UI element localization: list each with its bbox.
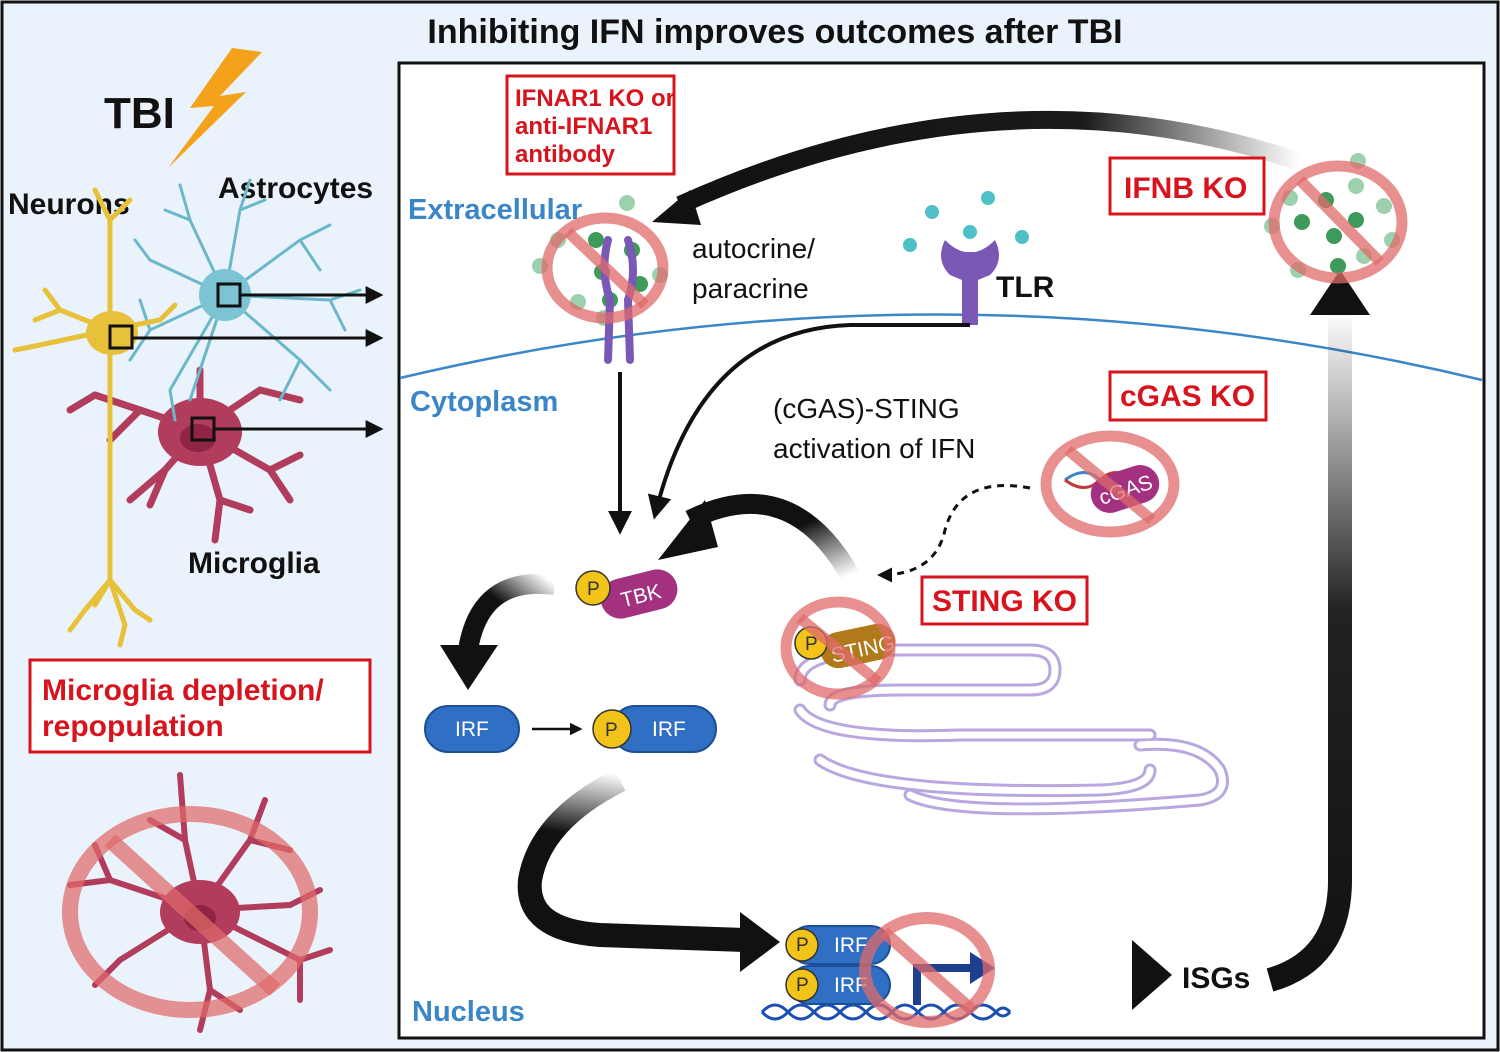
astrocyte-cell	[128, 178, 362, 422]
isgs-label: ISGs	[1182, 962, 1250, 995]
cytoplasm-label: Cytoplasm	[410, 386, 558, 418]
irf-unphosphorylated: IRF	[424, 705, 520, 753]
microglia-depletion-line1: Microglia depletion/	[42, 674, 324, 707]
isgs-to-ifn-arrow	[1266, 310, 1352, 992]
neuron-cell	[12, 187, 178, 648]
ifnar1-line3: antibody	[515, 141, 616, 168]
tlr-receptor	[903, 191, 1029, 325]
tlr-label: TLR	[996, 271, 1055, 304]
extracellular-label: Extracellular	[408, 194, 582, 226]
cgas-ko-label: cGAS KO	[1120, 380, 1255, 413]
irf-to-nucleus-arrow	[517, 769, 746, 952]
irf-phospho-label: P	[605, 720, 618, 741]
irf-dimer-phospho-1: P	[796, 935, 809, 956]
ifn-cluster-icon	[1264, 153, 1408, 284]
ifnb-ko-label: IFNB KO	[1124, 172, 1247, 205]
tbk-phospho-label: P	[587, 579, 600, 600]
irf-dimer-label-1: IRF	[834, 934, 868, 957]
cgas-ko-box: cGAS KO	[1108, 370, 1268, 422]
microglia-label: Microglia	[188, 547, 320, 580]
zoom-markers	[108, 282, 384, 442]
astrocytes-label: Astrocytes	[218, 172, 373, 205]
sting-ko-label: STING KO	[932, 585, 1077, 618]
cell-membrane	[399, 313, 1483, 382]
transcription-blocked-icon	[859, 912, 995, 1028]
cgas-icon: cGAS	[1040, 430, 1180, 538]
paracrine-label: paracrine	[692, 273, 809, 304]
tbk-to-irf-arrow	[458, 573, 557, 652]
depleted-microglia-icon	[62, 772, 333, 1033]
irf-dimer-label-2: IRF	[834, 974, 868, 997]
sting-to-tbk-arrow	[685, 493, 859, 581]
ifnar-receptor	[532, 195, 669, 364]
tbk-protein: TBK P	[575, 569, 678, 619]
microglia-cell	[66, 366, 304, 544]
cgas-sting-line1: (cGAS)-STING	[773, 393, 960, 424]
ifnb-ko-box: IFNB KO	[1108, 156, 1266, 216]
irf-phosphorylated: IRF P	[592, 705, 717, 753]
irf-label-2: IRF	[652, 718, 686, 741]
ifnar1-line1: IFNAR1 KO or	[515, 85, 675, 112]
figure-title: Inhibiting IFN improves outcomes after T…	[427, 13, 1122, 51]
ifn-feedback-arrow	[676, 110, 1303, 214]
sting-protein: STING P	[780, 596, 897, 700]
lightning-icon	[168, 48, 262, 168]
ifnar1-intervention-box: IFNAR1 KO or anti-IFNAR1 antibody	[505, 74, 676, 176]
cgas-sting-line2: activation of IFN	[773, 433, 975, 464]
autocrine-label: autocrine/	[692, 233, 815, 264]
tlr-to-tbk-arrow	[647, 323, 970, 520]
cgas-to-sting-arrow	[877, 484, 1031, 583]
irf-dimer-phospho-2: P	[796, 975, 809, 996]
sting-phospho-label: P	[805, 634, 818, 655]
sting-ko-box: STING KO	[920, 575, 1089, 626]
microglia-depletion-line2: repopulation	[42, 710, 224, 743]
microglia-depletion-box: Microglia depletion/ repopulation	[28, 658, 372, 754]
tbi-label: TBI	[104, 89, 175, 138]
nucleus-label: Nucleus	[412, 996, 525, 1028]
ifnar1-line2: anti-IFNAR1	[515, 113, 652, 140]
irf-label-1: IRF	[455, 718, 489, 741]
